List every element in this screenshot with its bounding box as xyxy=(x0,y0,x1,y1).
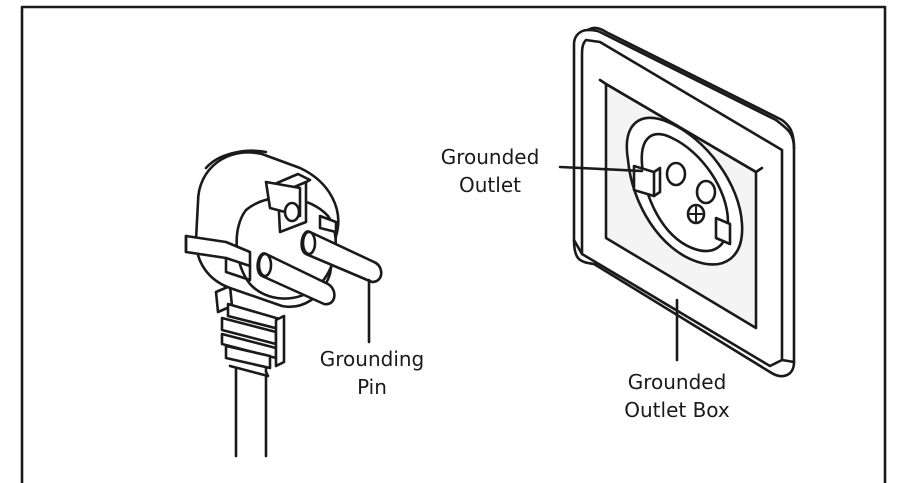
plug-cable xyxy=(234,360,268,458)
outlet-hole-right xyxy=(695,179,717,205)
outlet-box-illustration xyxy=(558,26,796,378)
grounded-outlet-label-line2: Outlet xyxy=(459,173,521,197)
plug-strain-relief xyxy=(214,284,286,378)
plug-illustration xyxy=(184,149,383,458)
diagram-border xyxy=(20,5,887,483)
outlet-hole-left xyxy=(665,161,687,187)
grounded-outlet-box-label-line1: Grounded xyxy=(628,370,727,394)
outlet-ground-clip-right xyxy=(714,216,732,246)
grounded-outlet-box-label-line2: Outlet Box xyxy=(624,398,730,422)
outlet-screw xyxy=(686,203,706,225)
grounded-outlet-leader xyxy=(558,165,644,173)
grounding-pin-label-line2: Pin xyxy=(357,375,387,399)
grounding-pin-label-line1: Grounding xyxy=(320,347,425,371)
plug-pins xyxy=(256,230,383,306)
grounded-outlet-label-line1: Grounded xyxy=(441,145,540,169)
